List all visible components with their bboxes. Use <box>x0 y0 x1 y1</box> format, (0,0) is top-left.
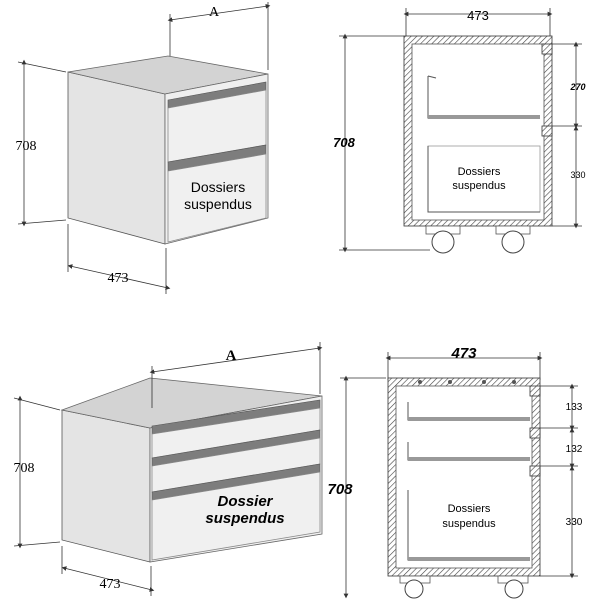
drawer-1-label: 133 <box>566 402 583 413</box>
fitting <box>418 380 422 384</box>
fitting <box>448 380 452 384</box>
section-height-label: 708 <box>333 135 355 150</box>
width-label: A <box>226 348 237 364</box>
drawer-2-label: 132 <box>566 444 583 455</box>
drawer-rail <box>541 125 553 137</box>
caster-wheel <box>404 579 424 599</box>
depth-dimension-line <box>67 264 171 290</box>
unit-b-section: 473 Dossiers suspendus 133 <box>340 345 583 599</box>
unit-a-section: 473 708 Dossiers suspendus 270 330 <box>333 8 586 254</box>
caster-wheel <box>431 230 455 254</box>
section-width-label: 473 <box>467 8 489 23</box>
extension-line <box>13 541 61 547</box>
tray-bottom <box>408 457 530 461</box>
drawer-rail <box>529 427 541 439</box>
section-drawer-text-line1: Dossiers <box>458 166 501 178</box>
unit-a-perspective: Dossiers suspendus A 708 473 <box>16 2 271 294</box>
front-height-label: 708 <box>327 481 353 498</box>
fitting <box>512 380 516 384</box>
section-drawer-text-line2: suspendus <box>452 180 506 192</box>
tray-bottom <box>428 115 540 119</box>
width-dimension-line <box>149 345 323 375</box>
section-drawer-text-line2: suspendus <box>442 518 496 530</box>
tray-bottom <box>408 557 530 561</box>
section-drawer-text-line1: Dossiers <box>448 503 491 515</box>
drawer-lower-label: 330 <box>570 170 585 180</box>
section-width-label: 473 <box>450 345 477 362</box>
drawer-rail <box>529 465 541 477</box>
width-dimension-line <box>167 3 271 23</box>
height-label: 708 <box>16 139 37 154</box>
unit-b-perspective: Dossier suspendus A 708 473 708 <box>13 342 353 596</box>
drawer-text-line2: suspendus <box>205 510 284 527</box>
drawer-text-line2: suspendus <box>184 196 252 212</box>
tray-bottom <box>408 417 530 421</box>
drawer-tray-lower <box>427 146 540 213</box>
depth-label: 473 <box>100 577 121 592</box>
caster-wheel <box>501 230 525 254</box>
extension-line <box>17 61 67 73</box>
caster-wheel <box>504 579 524 599</box>
extension-line <box>13 397 61 411</box>
extension-line <box>17 219 67 225</box>
drawer-3-label: 330 <box>566 517 583 528</box>
tray-lip <box>427 75 437 79</box>
drawer-text-line1: Dossier <box>217 493 273 510</box>
fitting <box>482 380 486 384</box>
drawer-front-lower <box>167 153 267 243</box>
drawer-lower <box>427 145 541 213</box>
drawer-upper-label: 270 <box>569 82 585 92</box>
carcass-interior <box>395 385 533 569</box>
drawer-rail <box>529 385 541 397</box>
drawer-text-line1: Dossiers <box>191 179 245 195</box>
depth-dimension-line <box>61 566 155 592</box>
cabinet-side-panel <box>61 409 151 563</box>
height-label: 708 <box>14 461 35 476</box>
drawer-rail <box>541 43 553 55</box>
width-label: A <box>209 5 220 20</box>
drawer-front-3 <box>151 471 321 561</box>
cabinet-side-panel <box>67 71 166 245</box>
depth-label: 473 <box>108 271 129 286</box>
